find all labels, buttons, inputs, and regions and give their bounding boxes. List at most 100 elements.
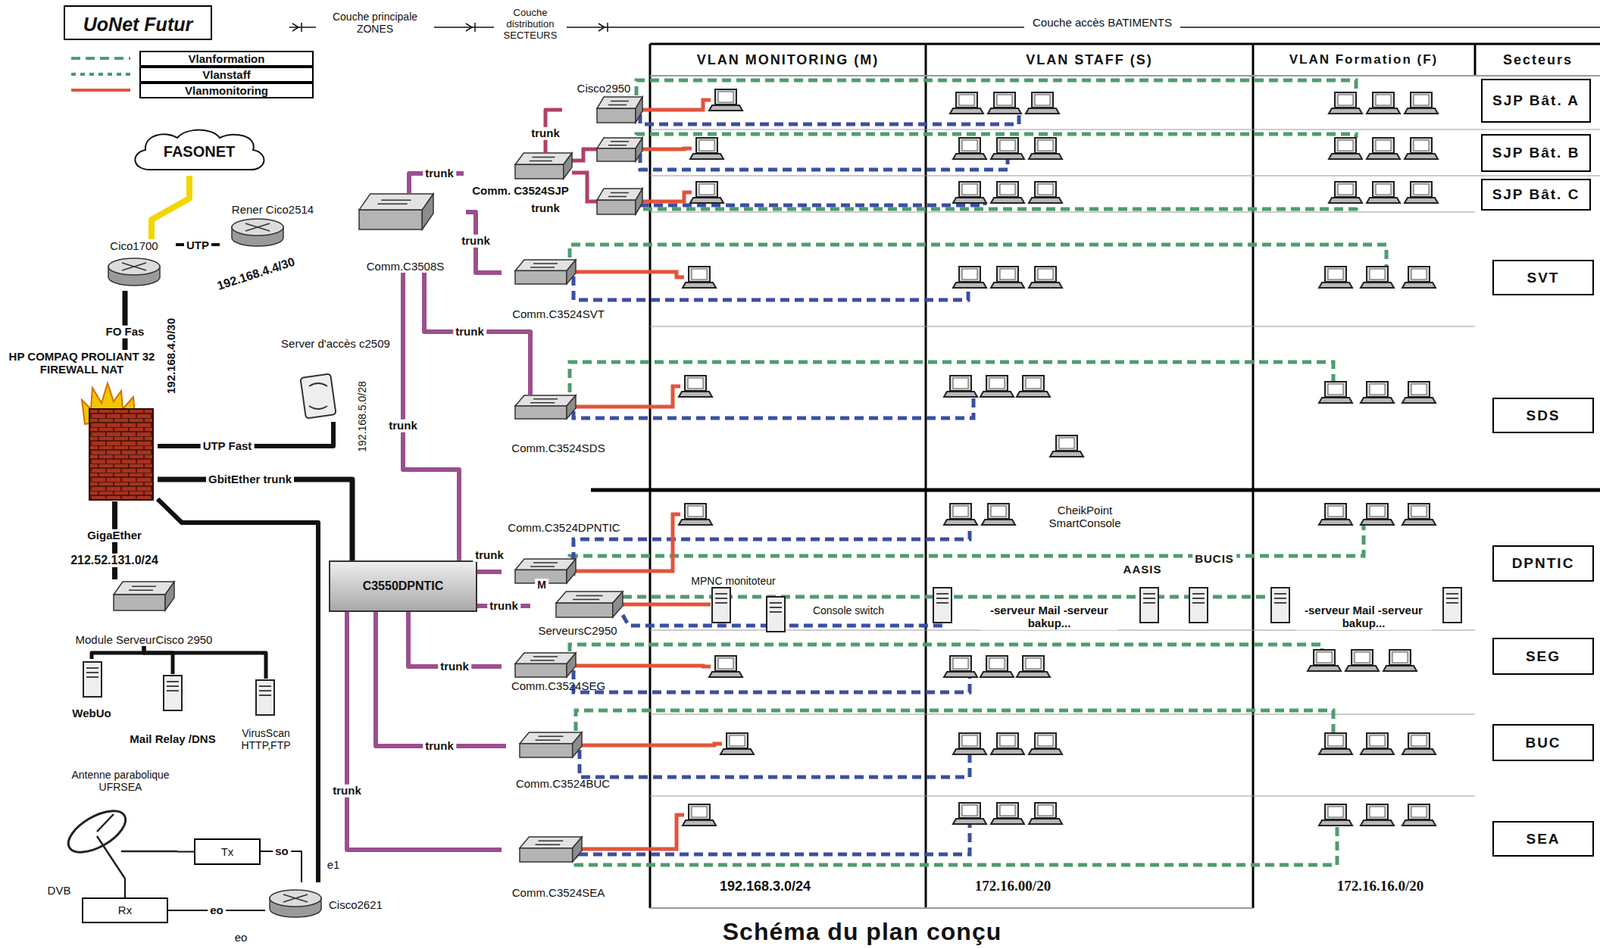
laptop-base (720, 749, 754, 755)
laptop-base (981, 519, 1016, 525)
text-label: 192.168.4.4/30 (213, 254, 300, 294)
server-slots (259, 686, 272, 696)
switch-top (596, 188, 643, 200)
node-text: SVT (1527, 269, 1560, 287)
switch-front (519, 848, 573, 863)
node-text: Comm.C3524BUC (515, 777, 610, 791)
connector (403, 272, 460, 561)
connector (157, 479, 353, 561)
edge-label: trunk (330, 784, 364, 798)
laptop-base (1028, 749, 1063, 755)
switch-arrows (608, 192, 629, 197)
laptop-base (1318, 820, 1353, 826)
table-line (650, 129, 1600, 131)
laptop-display (1316, 652, 1332, 663)
laptop-display (1413, 140, 1429, 151)
laptop-screen (696, 137, 718, 154)
switch-top (515, 153, 572, 165)
laptop-screen (1034, 266, 1057, 282)
server-slots (86, 668, 99, 678)
laptop-screen (986, 656, 1008, 672)
laptop-base (1318, 397, 1353, 404)
node-text: SDS (1525, 407, 1560, 425)
node-text: Mail Relay /DNS (129, 732, 216, 746)
laptop-base (1318, 519, 1353, 525)
laptop-screen (1366, 804, 1388, 820)
laptop-display (1411, 506, 1427, 517)
layer-tick (292, 22, 302, 32)
text-label: VLAN MONITORING (M) (694, 52, 882, 69)
text-label: trunk (528, 201, 563, 215)
server-slots (1446, 593, 1459, 604)
laptop-base (990, 818, 1025, 825)
laptop-display (962, 184, 978, 195)
laptop-screen (1325, 381, 1347, 397)
connector (477, 569, 502, 575)
laptop-base (678, 391, 713, 397)
switch-top (113, 581, 175, 595)
laptop-base (990, 153, 1025, 160)
laptop-screen (1410, 137, 1432, 154)
vlan-line (573, 276, 969, 300)
laptop-display (1000, 140, 1016, 151)
laptop-screen (715, 656, 737, 672)
edge-label: FO Fas (103, 325, 147, 339)
laptop-display (1392, 652, 1408, 663)
switch-arrows (608, 141, 629, 146)
laptop-display (1369, 506, 1385, 517)
laptop-display (687, 506, 704, 517)
text-label: Couche principale ZONES (315, 10, 435, 35)
switch-arrows (530, 562, 558, 567)
laptop-base (1028, 153, 1063, 160)
edge-label: eo (207, 904, 226, 918)
laptop-display (718, 91, 734, 103)
laptop-screen (993, 92, 1016, 108)
laptop-base (1383, 665, 1417, 672)
connector (91, 646, 144, 660)
laptop-screen (715, 89, 737, 105)
laptop-screen (996, 266, 1019, 282)
network-node: SEG (1492, 637, 1594, 675)
vlan-line (642, 192, 692, 202)
laptop-screen (1366, 503, 1388, 519)
node-text: SJP Bât. B (1492, 144, 1581, 162)
laptop-base (1318, 749, 1353, 755)
laptop-screen (1313, 650, 1335, 666)
laptop-display (1411, 384, 1427, 395)
text-label: CheikPoint SmartConsole (1033, 503, 1137, 531)
laptop-display (959, 94, 975, 106)
laptop-base (690, 153, 724, 160)
laptop-base (990, 749, 1025, 755)
laptop-display (1375, 184, 1391, 195)
laptop-base (1366, 153, 1400, 160)
switch-side (635, 96, 643, 123)
server-tower (1140, 587, 1159, 623)
network-node: Mail Relay /DNS (128, 674, 217, 746)
laptop-screen (1408, 733, 1430, 749)
laptop-screen (1334, 181, 1357, 197)
vlan-line (569, 644, 1322, 666)
laptop-display (1411, 735, 1427, 747)
switch-top (519, 732, 582, 744)
node-text: VirusScan HTTP,FTP (224, 727, 308, 752)
laptop-base (950, 108, 984, 114)
laptop-screen (684, 503, 707, 519)
laptop-screen (1366, 381, 1388, 397)
laptop-display (953, 378, 969, 389)
switch-front (515, 663, 567, 678)
vlan-line (569, 525, 1364, 572)
laptop-screen (1334, 92, 1357, 108)
text-label: Console switch (810, 604, 887, 617)
switch-side (563, 153, 572, 179)
node-text: SJP Bât. A (1492, 92, 1580, 110)
laptop-base (1050, 451, 1084, 457)
connector (177, 851, 194, 854)
laptop-display (953, 506, 969, 517)
laptop-screen (1022, 656, 1044, 672)
laptop-display (729, 735, 745, 747)
connector (157, 499, 319, 883)
switch-front (596, 148, 636, 162)
router-top (108, 258, 160, 275)
legend-text: Vlanformation (139, 50, 314, 67)
switch-arrows (530, 263, 558, 268)
